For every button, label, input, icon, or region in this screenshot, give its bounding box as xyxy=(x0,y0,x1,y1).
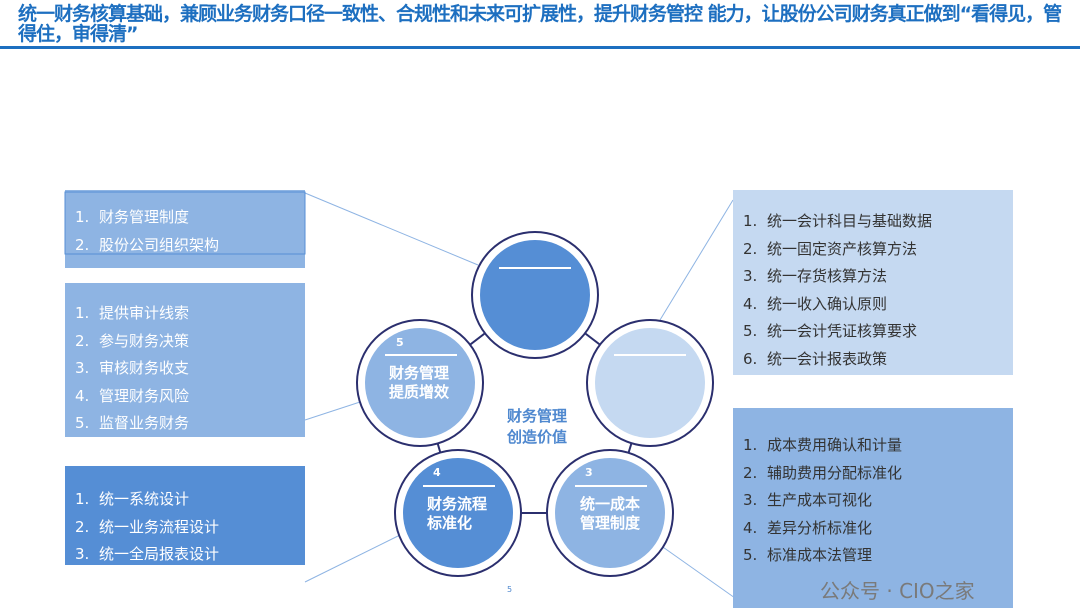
list-item: 3.审核财务收支 xyxy=(75,359,190,377)
page-number: 5 xyxy=(507,585,513,594)
list-item: 1.统一会计科目与基础数据 xyxy=(743,212,933,230)
list-item: 3.统一存货核算方法 xyxy=(743,267,888,285)
circle-bottom-right-label: 统一成本管理制度 xyxy=(580,495,641,532)
page-title: 统一财务核算基础，兼顾业务财务口径一致性、合规性和未来可扩展性，提升财务管控 能… xyxy=(18,3,1062,45)
box-right2: 1.成本费用确认和计量 2.辅助费用分配标准化 3.生产成本可视化 4.差异分析标准化… xyxy=(733,428,1013,570)
list-item: 2.股份公司组织架构 xyxy=(75,235,220,254)
list-item: 4.差异分析标准化 xyxy=(743,518,873,537)
box-left1-bg xyxy=(65,190,305,268)
list-item: 2.辅助费用分配标准化 xyxy=(743,463,903,482)
list-item: 1.成本费用确认和计量 xyxy=(743,436,903,454)
connector-line xyxy=(659,544,736,599)
circle-bottom-left-label: 财务流程标准化 xyxy=(427,495,488,532)
box-right1: 1.统一会计科目与基础数据 2.统一固定资产核算方法 3.统一存货核算方法 4.统一收… xyxy=(733,204,1013,373)
list-item: 5.统一会计凭证核算要求 xyxy=(743,322,918,340)
list-item: 4.管理财务风险 xyxy=(75,386,190,405)
list-item: 4.统一收入确认原则 xyxy=(743,294,888,313)
box-right1-bg xyxy=(733,190,1013,375)
connector-line xyxy=(304,192,479,266)
box-left3: 1.统一系统设计 2.统一业务流程设计 3.统一全局报表设计 xyxy=(65,482,305,569)
circle-bottom-left-number: 4 xyxy=(433,466,441,479)
box-left1: 1.财务管理制度 2.股份公司组织架构 xyxy=(65,200,305,259)
circle-bottom-right-number: 3 xyxy=(585,466,593,479)
list-item: 2.统一业务流程设计 xyxy=(75,517,220,536)
list-item: 2.参与财务决策 xyxy=(75,331,190,350)
connector-line xyxy=(304,534,401,583)
box-left2: 1.提供审计线索 2.参与财务决策 3.审核财务收支 4.管理财务风险 5.监督业务财务 xyxy=(65,296,305,438)
list-item: 3.生产成本可视化 xyxy=(743,491,873,509)
list-item: 2.统一固定资产核算方法 xyxy=(743,239,918,258)
box-right2-bg xyxy=(733,408,1013,608)
circle-left-label: 财务管理提质增效 xyxy=(389,364,450,401)
circle-top xyxy=(480,240,590,350)
list-item: 6.统一会计报表政策 xyxy=(743,349,888,368)
circle-left-number: 5 xyxy=(396,336,404,349)
title-divider xyxy=(0,46,1080,49)
connector-line xyxy=(304,401,361,421)
list-item: 1.统一系统设计 xyxy=(75,490,190,508)
list-item: 5.监督业务财务 xyxy=(75,414,190,432)
list-item: 5.标准成本法管理 xyxy=(743,546,873,564)
box-left3-bg xyxy=(65,466,305,565)
list-item: 3.统一全局报表设计 xyxy=(75,545,220,563)
list-item: 1.提供审计线索 xyxy=(75,304,190,322)
center-label: 财务管理创造价值 xyxy=(506,407,567,446)
circle-right xyxy=(595,328,705,438)
connector-line xyxy=(659,199,734,321)
list-item: 1.财务管理制度 xyxy=(75,208,190,226)
box-left2-bg xyxy=(65,283,305,437)
watermark: 公众号 · CIO之家 xyxy=(820,579,975,603)
